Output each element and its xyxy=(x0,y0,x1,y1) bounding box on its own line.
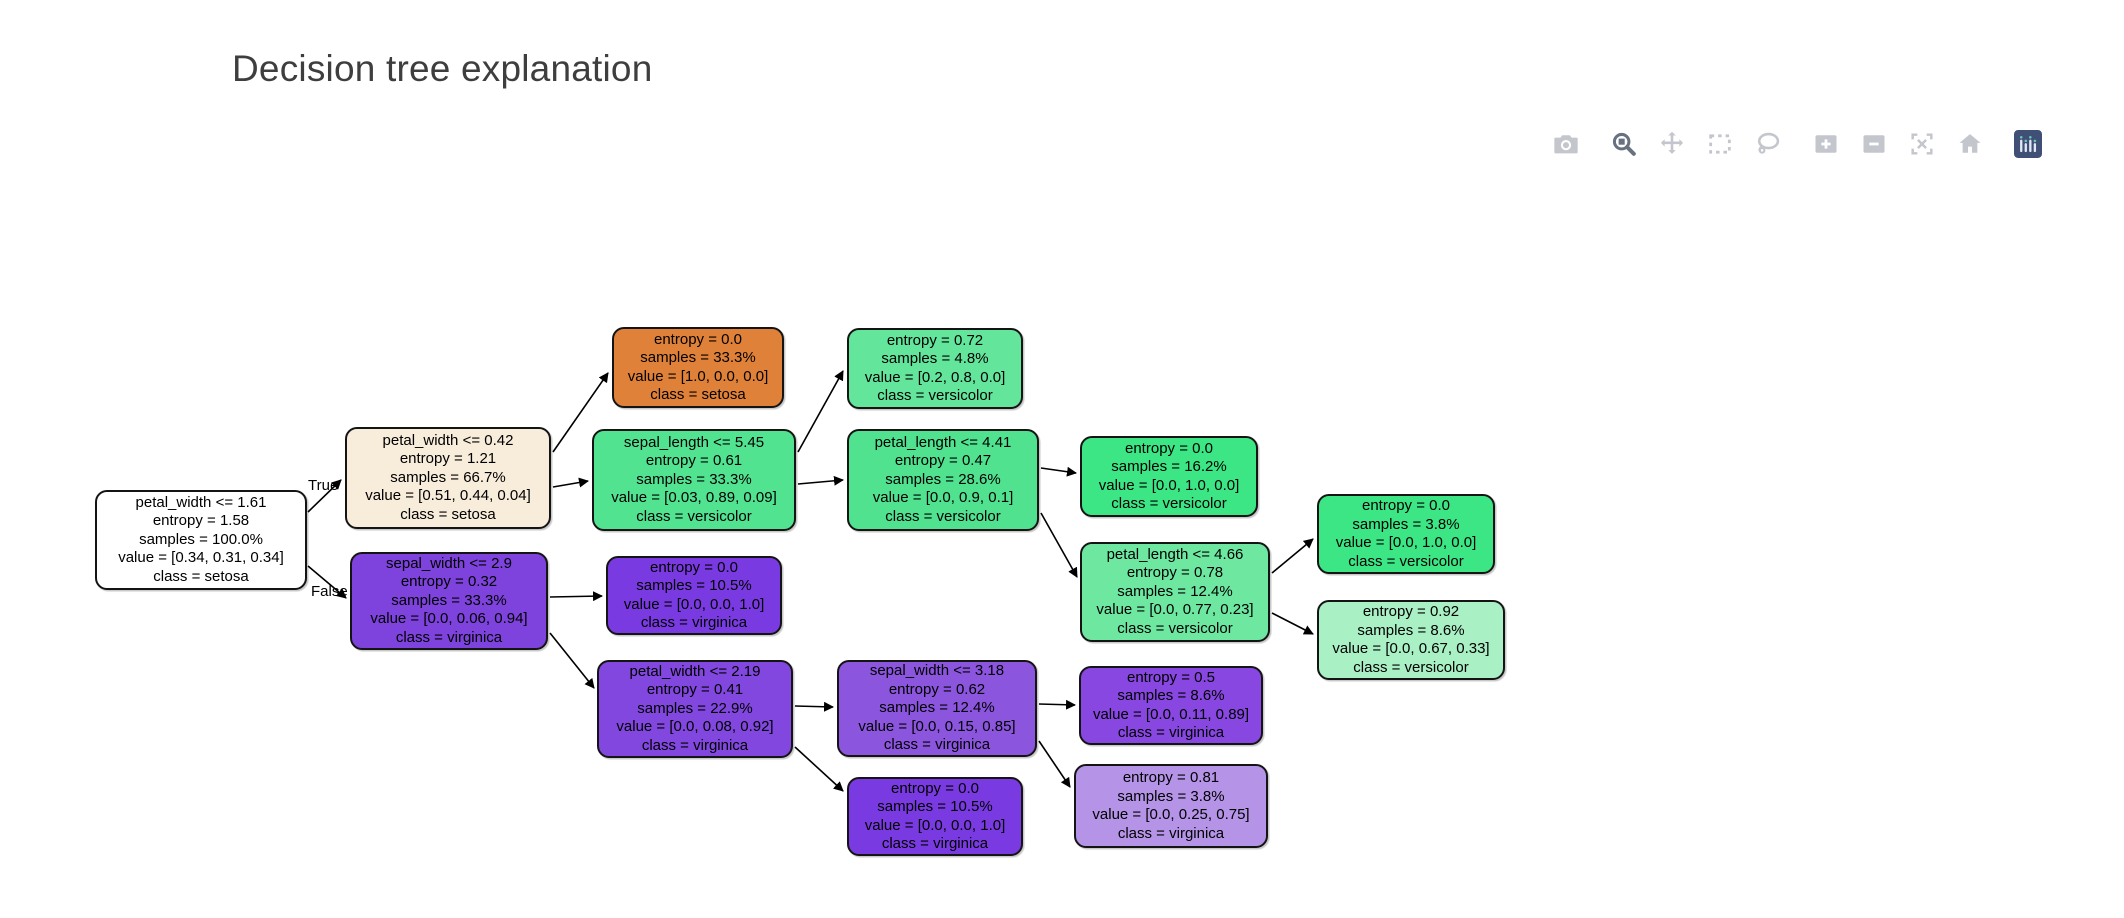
zoom-out-icon xyxy=(1863,135,1885,153)
modebar-camera-button[interactable] xyxy=(1548,124,1584,164)
node-petal-length-4-66[interactable]: petal_length <= 4.66 entropy = 0.78 samp… xyxy=(1080,542,1270,642)
modebar-zoom-out-button[interactable] xyxy=(1856,124,1892,164)
modebar-pan-button[interactable] xyxy=(1654,124,1690,164)
modebar-zoom-button[interactable] xyxy=(1606,124,1642,164)
zoom-in-icon xyxy=(1815,135,1837,153)
leaf-virginica-10-5-lower[interactable]: entropy = 0.0 samples = 10.5% value = [0… xyxy=(847,777,1023,856)
reset-axes-icon xyxy=(1959,134,1981,153)
edge-10-12 xyxy=(549,632,595,689)
modebar-autoscale-button[interactable] xyxy=(1904,124,1940,164)
node-sepal-width-3-18[interactable]: sepal_width <= 3.18 entropy = 0.62 sampl… xyxy=(837,660,1037,757)
lasso-select-icon xyxy=(1757,132,1780,154)
node-root-petal-width-1-61[interactable]: petal_width <= 1.61 entropy = 1.58 sampl… xyxy=(95,490,307,590)
node-petal-width-0-42[interactable]: petal_width <= 0.42 entropy = 1.21 sampl… xyxy=(345,427,551,529)
leaf-versicolor-3-8[interactable]: entropy = 0.0 samples = 3.8% value = [0.… xyxy=(1317,494,1495,574)
modebar-zoom-in-button[interactable] xyxy=(1808,124,1844,164)
page-title: Decision tree explanation xyxy=(232,48,653,89)
edge-3-4 xyxy=(797,370,844,453)
edge-12-13 xyxy=(794,701,834,712)
edge-label-true: True xyxy=(308,477,339,494)
edge-7-8 xyxy=(1271,538,1314,574)
node-petal-length-4-41[interactable]: petal_length <= 4.41 entropy = 0.47 samp… xyxy=(847,429,1039,531)
pan-icon xyxy=(1660,131,1684,154)
node-petal-width-2-19[interactable]: petal_width <= 2.19 entropy = 0.41 sampl… xyxy=(597,660,793,758)
plotly-logo-icon xyxy=(2014,130,2042,158)
leaf-virginica-3-8[interactable]: entropy = 0.81 samples = 3.8% value = [0… xyxy=(1074,764,1268,848)
leaf-virginica-10-5-upper[interactable]: entropy = 0.0 samples = 10.5% value = [0… xyxy=(606,556,782,635)
autoscale-icon xyxy=(1911,133,1933,155)
camera-icon xyxy=(1554,135,1578,154)
leaf-versicolor-8-6[interactable]: entropy = 0.92 samples = 8.6% value = [0… xyxy=(1317,600,1505,680)
edge-3-5 xyxy=(797,475,844,486)
plotly-modebar xyxy=(1548,124,2046,164)
node-sepal-length-5-45[interactable]: sepal_length <= 5.45 entropy = 0.61 samp… xyxy=(592,429,796,531)
edge-12-15 xyxy=(794,746,844,792)
box-select-icon xyxy=(1709,134,1731,154)
modebar-reset-axes-button[interactable] xyxy=(1952,124,1988,164)
edge-10-11 xyxy=(549,591,603,602)
edge-5-7 xyxy=(1040,512,1078,578)
edge-13-14 xyxy=(1038,699,1076,710)
zoom-icon xyxy=(1612,132,1636,156)
edge-7-9 xyxy=(1271,612,1314,635)
leaf-versicolor-16-2[interactable]: entropy = 0.0 samples = 16.2% value = [0… xyxy=(1080,436,1258,517)
edge-5-6 xyxy=(1040,466,1077,477)
modebar-lasso-select-button[interactable] xyxy=(1750,124,1786,164)
leaf-setosa-33-3[interactable]: entropy = 0.0 samples = 33.3% value = [1… xyxy=(612,327,784,408)
modebar-plotly-logo-button[interactable] xyxy=(2010,124,2046,164)
leaf-virginica-8-6[interactable]: entropy = 0.5 samples = 8.6% value = [0.… xyxy=(1079,666,1263,745)
edge-1-3 xyxy=(552,477,589,488)
node-sepal-width-2-9[interactable]: sepal_width <= 2.9 entropy = 0.32 sample… xyxy=(350,552,548,650)
edge-13-16 xyxy=(1038,740,1071,788)
modebar-box-select-button[interactable] xyxy=(1702,124,1738,164)
leaf-versicolor-4-8[interactable]: entropy = 0.72 samples = 4.8% value = [0… xyxy=(847,328,1023,409)
edge-label-false: False xyxy=(311,583,348,600)
